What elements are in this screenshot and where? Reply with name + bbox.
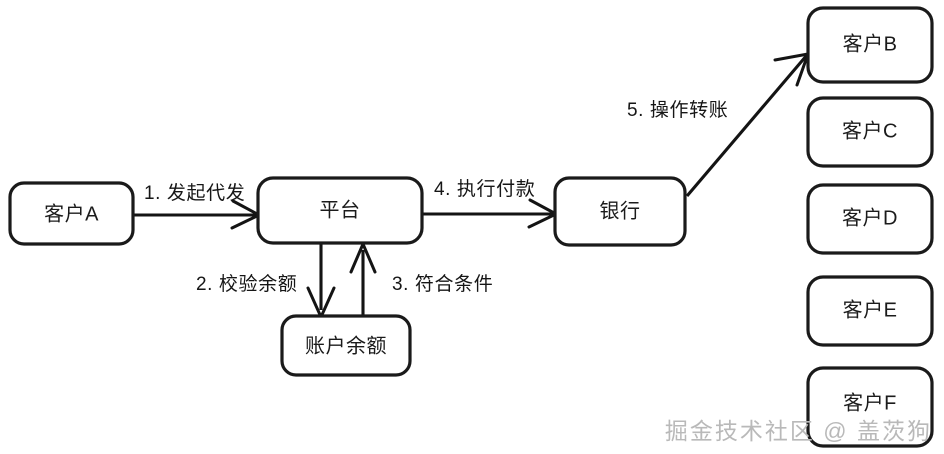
node-customer-a-label: 客户A [44, 202, 99, 225]
node-customer-d-label: 客户D [842, 206, 898, 229]
node-account-balance[interactable]: 账户余额 [280, 314, 412, 377]
node-account-balance-label: 账户余额 [305, 334, 387, 357]
node-customer-d-shape[interactable] [806, 183, 934, 255]
node-customer-b[interactable]: 客户B [806, 6, 934, 84]
node-customer-c-label: 客户C [842, 119, 898, 142]
node-platform-label: 平台 [320, 198, 361, 221]
node-customer-f-label: 客户F [843, 391, 897, 414]
node-platform-shape[interactable] [256, 176, 424, 245]
edge-3-label: 3. 符合条件 [392, 273, 493, 295]
node-customer-f-shape[interactable] [806, 366, 934, 448]
node-customer-e[interactable]: 客户E [806, 275, 934, 347]
edge-4-label: 4. 执行付款 [434, 178, 535, 200]
edge-5-label: 5. 操作转账 [627, 99, 728, 121]
node-customer-b-shape[interactable] [806, 6, 934, 84]
node-customer-a-shape[interactable] [8, 181, 135, 246]
node-customer-e-label: 客户E [843, 298, 898, 321]
edge-3-condition-met: 3. 符合条件 [349, 242, 493, 318]
node-customer-c-shape[interactable] [806, 96, 934, 168]
node-bank-shape[interactable] [553, 176, 687, 247]
node-bank-label: 银行 [600, 199, 641, 222]
node-account-balance-shape[interactable] [280, 314, 412, 377]
edge-4-execute-payment: 4. 执行付款 [422, 178, 558, 229]
node-customer-f[interactable]: 客户F [806, 366, 934, 448]
edge-1-label: 1. 发起代发 [144, 182, 245, 204]
node-customer-b-label: 客户B [843, 32, 898, 55]
edge-2-check-balance: 2. 校验余额 [196, 243, 336, 319]
node-platform[interactable]: 平台 [256, 176, 424, 245]
node-bank[interactable]: 银行 [553, 176, 687, 247]
edge-2-label: 2. 校验余额 [196, 273, 297, 295]
node-customer-e-shape[interactable] [806, 275, 934, 347]
edge-5-transfer-operation: 5. 操作转账 [627, 52, 810, 198]
edge-1-initiate-payout: 1. 发起代发 [134, 182, 261, 230]
node-customer-c[interactable]: 客户C [806, 96, 934, 168]
watermark-text: 掘金技术社区 @ 盖茨狗 [664, 418, 932, 444]
edge-5-line [685, 53, 809, 198]
node-customer-d[interactable]: 客户D [806, 183, 934, 255]
node-customer-a[interactable]: 客户A [8, 181, 135, 246]
